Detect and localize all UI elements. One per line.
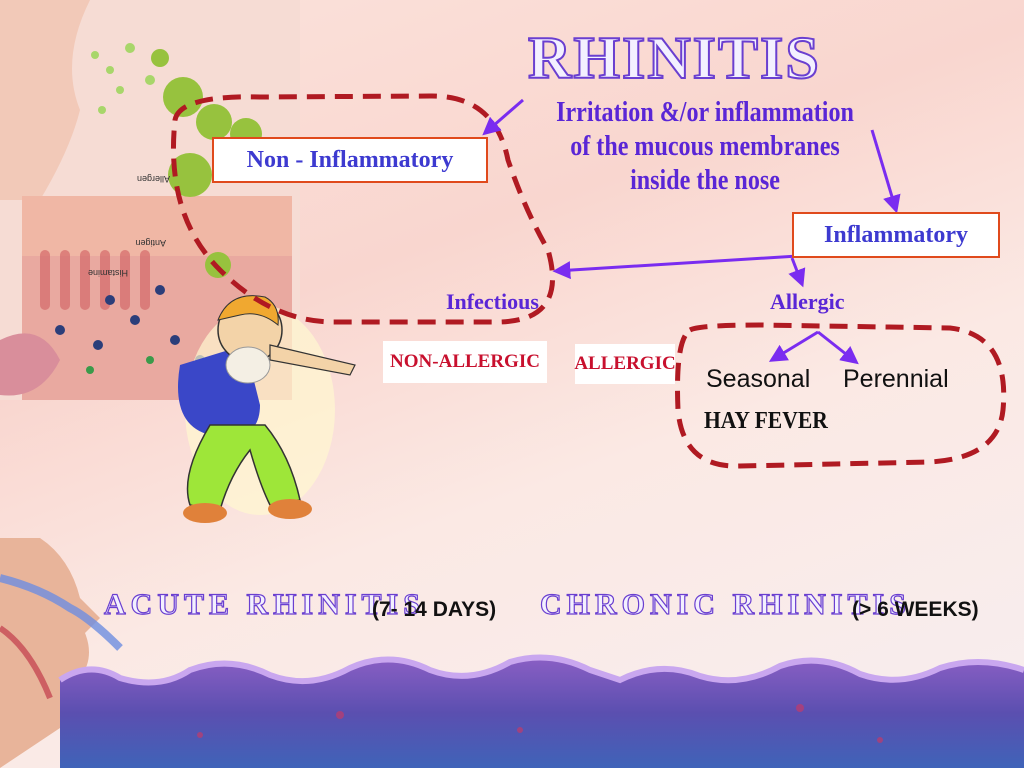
perennial-label: Perennial xyxy=(843,365,949,393)
arrow-to-non-inflammatory xyxy=(482,98,524,136)
arrow-to-inflammatory xyxy=(870,129,901,214)
page-title: RHINITIS xyxy=(527,25,821,91)
arrow-to-allergic xyxy=(788,257,806,288)
mucosa-tissue-illustration xyxy=(58,654,1024,768)
non-inflammatory-box: Non - Inflammatory xyxy=(212,137,488,183)
allergic-label: Allergic xyxy=(770,289,845,314)
chronic-duration: (> 6 WEEKS) xyxy=(852,598,979,621)
definition-text: Irritation &/or inflammation of the muco… xyxy=(556,97,854,196)
seasonal-label: Seasonal xyxy=(706,365,811,393)
arrow-to-infectious xyxy=(552,254,799,280)
allergen-label: Allergen xyxy=(137,174,170,184)
allergic-dashed-outline xyxy=(675,322,1007,469)
acute-duration: (7- 14 DAYS) xyxy=(372,598,497,621)
acute-rhinitis-title: ACUTE RHINITIS xyxy=(103,587,425,621)
hay-fever-label: HAY FEVER xyxy=(704,408,828,434)
arrow-to-seasonal xyxy=(768,330,819,362)
arrow-to-perennial xyxy=(817,330,859,365)
allergic-tag: ALLERGIC xyxy=(574,344,676,384)
histamine-label: Histamine xyxy=(88,268,128,278)
non-allergic-tag: NON-ALLERGIC xyxy=(383,341,547,383)
chronic-rhinitis-title: CHRONIC RHINITIS xyxy=(539,587,911,621)
antigen-label: Antigen xyxy=(135,238,166,248)
sneezing-boy-illustration xyxy=(178,295,356,523)
infectious-label: Infectious xyxy=(446,289,539,314)
inflammatory-box: Inflammatory xyxy=(792,212,1000,258)
